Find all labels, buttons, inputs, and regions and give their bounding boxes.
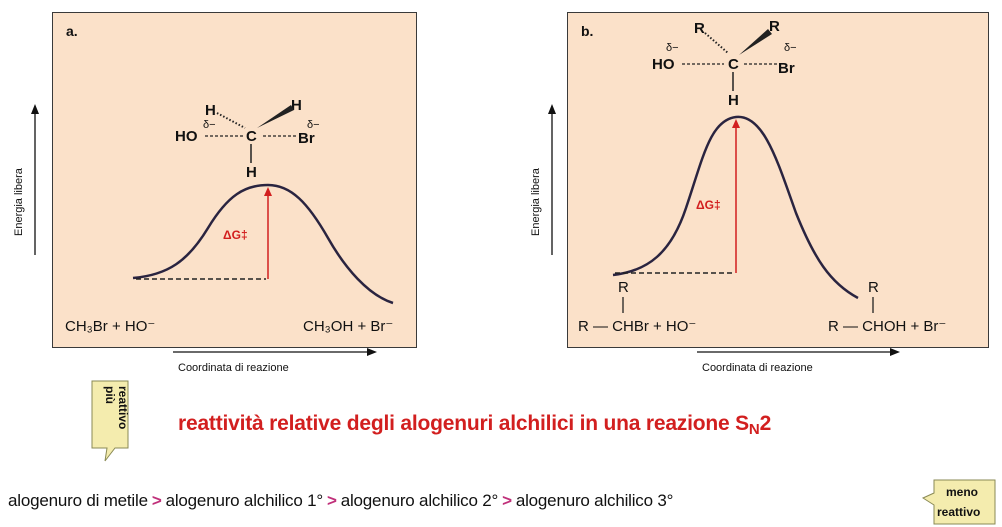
series-gt-1: >: [151, 491, 162, 510]
panel-a-letter: a.: [66, 23, 78, 39]
callout-more-line2: reattivo: [116, 386, 130, 429]
mol-b-center: C: [728, 56, 739, 73]
reactivity-title-sub: N: [748, 421, 760, 438]
callout-less-reactive: meno reattivo: [921, 479, 996, 525]
mol-b-nu-charge: δ−: [666, 42, 679, 54]
products-a: CH₃OH + Br⁻: [303, 318, 393, 335]
x-axis-a-arrowhead: [367, 348, 377, 356]
activation-arrowhead-b: [732, 119, 740, 128]
mol-b-sub1: R: [694, 20, 705, 37]
series-gt-3: >: [502, 491, 512, 510]
x-axis-b-arrowhead: [890, 348, 900, 356]
mol-a-sub1: H: [205, 102, 216, 119]
panel-b-diagram: ΔG‡ R R δ− δ− HO C Br H R R — CHBr + HO⁻…: [578, 18, 946, 335]
panel-b-letter: b.: [581, 23, 594, 39]
reactivity-title: reattività relative degli alogenuri alch…: [178, 412, 771, 438]
bond-a-wedge: [257, 105, 294, 128]
reactant-branch-b: R: [618, 279, 629, 296]
mol-a-center: C: [246, 128, 257, 145]
reactants-a: CH₃Br + HO⁻: [65, 318, 155, 335]
reactants-b: R — CHBr + HO⁻: [578, 318, 696, 335]
products-b: R — CHOH + Br⁻: [828, 318, 946, 335]
y-axis-a-arrowhead: [31, 104, 39, 114]
x-axis-label-a: Coordinata di reazione: [178, 362, 289, 374]
callout-more-reactive: più reattivo: [91, 380, 130, 462]
mol-b-lg-charge: δ−: [784, 42, 797, 54]
mol-a-lg: Br: [298, 130, 315, 147]
callout-more-line1: più: [103, 386, 117, 404]
mol-b-lg: Br: [778, 60, 795, 77]
mol-a-sub3: H: [246, 164, 257, 181]
series-gt-2: >: [326, 491, 337, 510]
activation-arrowhead-a: [264, 187, 272, 196]
y-axis-label-b: Energia libera: [530, 167, 542, 236]
energy-curve-a: [132, 183, 394, 305]
activation-label-a: ΔG‡: [223, 228, 248, 242]
reactivity-title-tail: 2: [759, 412, 772, 435]
series-item-primary: alogenuro alchilico 1°: [165, 491, 324, 510]
activation-label-b: ΔG‡: [696, 198, 721, 212]
panel-a-diagram: ΔG‡ H H δ− δ− HO C Br H CH₃Br + HO⁻ CH₃O…: [65, 97, 394, 335]
panel-b: b. ΔG‡ R R δ− δ− HO C Br H R R — CHBr + …: [567, 12, 989, 348]
mol-b-nu: HO: [652, 56, 675, 73]
panel-a: a. ΔG‡ H H δ− δ− HO C Br H CH₃Br + HO⁻ C…: [52, 12, 417, 348]
callout-less-line1: meno: [946, 485, 978, 499]
mol-b-sub2: R: [769, 18, 780, 35]
y-axis-label-a: Energia libera: [13, 167, 25, 236]
mol-a-lg-charge: δ−: [307, 119, 320, 131]
x-axis-label-b: Coordinata di reazione: [702, 362, 813, 374]
bond-b-hash: [704, 32, 729, 54]
mol-a-sub2: H: [291, 97, 302, 114]
series-item-methyl: alogenuro di metile: [8, 491, 148, 510]
mol-a-nu: HO: [175, 128, 198, 145]
mol-a-nu-charge: δ−: [203, 119, 216, 131]
mol-b-sub3: H: [728, 92, 739, 109]
bond-b-wedge: [739, 29, 772, 55]
reactivity-title-main: reattività relative degli alogenuri alch…: [178, 412, 749, 435]
callout-less-line2: reattivo: [937, 505, 980, 519]
series-item-secondary: alogenuro alchilico 2°: [340, 491, 499, 510]
y-axis-b-arrowhead: [548, 104, 556, 114]
reactivity-series: alogenuro di metile>alogenuro alchilico …: [8, 491, 673, 511]
product-branch-b: R: [868, 279, 879, 296]
series-item-tertiary: alogenuro alchilico 3°: [515, 491, 674, 510]
energy-curve-b: [612, 115, 859, 300]
